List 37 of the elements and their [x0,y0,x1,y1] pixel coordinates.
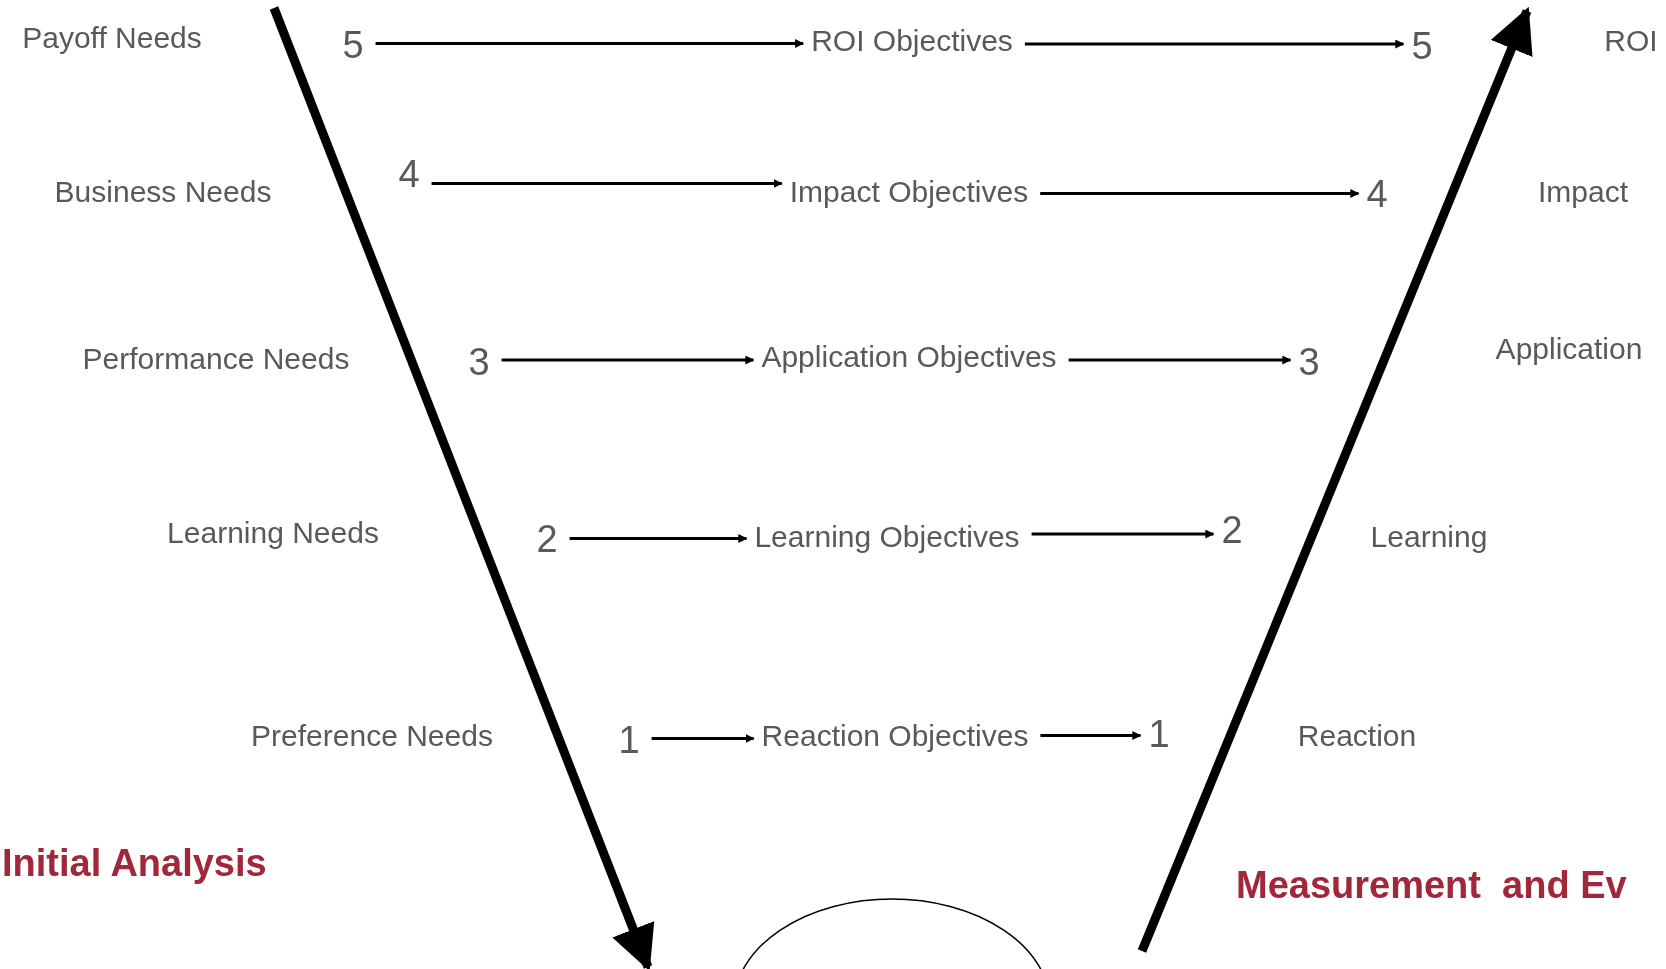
level-number: 5 [342,24,364,68]
arrow [569,534,748,543]
arrow [375,39,805,48]
level-label: Performance Needs [82,341,350,377]
level-number: 1 [1148,713,1170,757]
level-number: 3 [468,341,490,385]
level-label: Learning Objectives [754,519,1020,555]
section-heading: Initial Analysis [2,842,267,886]
level-label: ROI Objectives [811,23,1013,59]
level-number: 2 [1221,509,1243,553]
arrow [651,734,755,743]
level-label: Impact [1538,174,1628,210]
level-label: Learning [1370,519,1488,555]
level-number: 4 [1366,173,1388,217]
level-number: 4 [398,153,420,197]
arrow [1040,731,1142,740]
level-number: 3 [1298,341,1320,385]
level-label: Preference Needs [251,718,493,754]
level-label: ROI [1604,23,1658,59]
level-number: 5 [1411,25,1433,69]
arrow [1024,39,1405,49]
level-label: Business Needs [54,174,272,210]
level-label: Application [1495,331,1643,367]
section-heading: Measurement and Ev [1236,864,1627,908]
level-label: Payoff Needs [22,20,202,56]
arrow [431,179,783,188]
level-number: 2 [536,518,558,562]
arrow [1068,355,1292,365]
level-label: Learning Needs [167,515,379,551]
level-label: Application Objectives [761,339,1057,375]
level-label: Reaction [1297,718,1417,754]
arrow [1031,529,1215,539]
level-label: Reaction Objectives [761,718,1029,754]
level-number: 1 [618,719,640,763]
level-label: Impact Objectives [789,174,1029,210]
arrow [1040,189,1360,198]
arrow [501,355,755,365]
